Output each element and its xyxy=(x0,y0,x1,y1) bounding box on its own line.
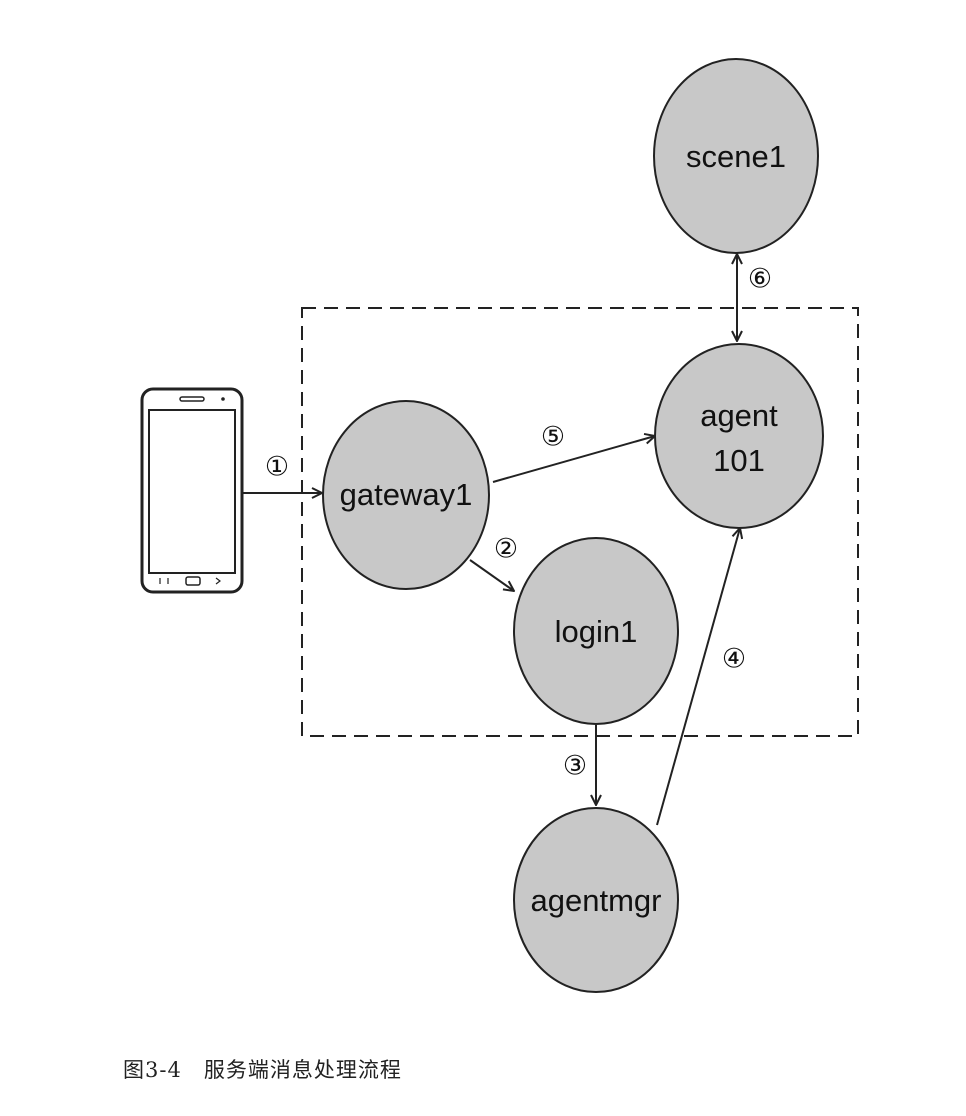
step-marker-5: ⑤ xyxy=(541,422,565,453)
node-agent101: agent 101 xyxy=(654,343,824,529)
node-agent101-label-line2: 101 xyxy=(713,443,765,478)
edge-agentmgr-to-agent101 xyxy=(656,528,740,826)
node-gateway1-label: gateway1 xyxy=(340,477,473,512)
node-agentmgr-label: agentmgr xyxy=(531,883,662,918)
server-boundary xyxy=(301,307,859,737)
figure-caption: 图3-4 服务端消息处理流程 xyxy=(123,1058,402,1082)
phone-icon xyxy=(140,387,244,594)
step-marker-4: ④ xyxy=(722,644,746,675)
step-marker-3: ③ xyxy=(563,751,587,782)
node-scene1-label: scene1 xyxy=(686,139,786,174)
node-login1-label: login1 xyxy=(555,614,638,649)
node-agentmgr: agentmgr xyxy=(513,807,679,993)
step-marker-1: ① xyxy=(265,452,289,483)
node-login1: login1 xyxy=(513,537,679,725)
node-gateway1: gateway1 xyxy=(322,400,490,590)
step-marker-2: ② xyxy=(494,534,518,565)
edge-gateway1-to-agent101 xyxy=(492,436,655,483)
edge-gateway1-to-login1 xyxy=(469,559,514,591)
step-marker-6: ⑥ xyxy=(748,264,772,295)
node-scene1: scene1 xyxy=(653,58,819,254)
node-agent101-label-line1: agent xyxy=(700,398,778,433)
